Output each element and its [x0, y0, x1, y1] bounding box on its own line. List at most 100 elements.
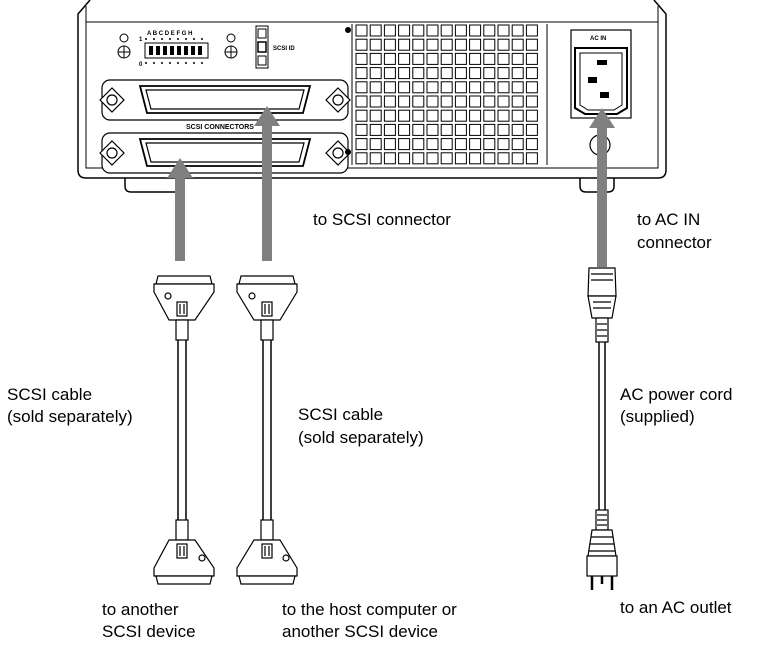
- grille-cell: [525, 152, 538, 165]
- grille-cell: [355, 109, 368, 122]
- grille-cell: [398, 67, 411, 80]
- grille-cell: [497, 152, 510, 165]
- grille-cell: [483, 138, 496, 151]
- arrow-to-upper-connector: [254, 106, 280, 261]
- grille-cell: [412, 52, 425, 65]
- label-to-ac-in-line1: to AC IN: [637, 210, 701, 229]
- dip-letters: A B C D E F G H: [147, 31, 192, 37]
- grille-cell: [483, 67, 496, 80]
- grille-cell: [383, 95, 396, 108]
- grille-cell: [369, 67, 382, 80]
- grille-cell: [426, 38, 439, 51]
- label-to-ac-in-line2: connector: [637, 233, 712, 252]
- grille-cell: [497, 52, 510, 65]
- grille-cell: [398, 52, 411, 65]
- label-to-outlet: to an AC outlet: [620, 598, 732, 617]
- grille-cell: [469, 109, 482, 122]
- grille-cell: [426, 95, 439, 108]
- scsi-connector-lower[interactable]: [99, 132, 351, 174]
- grille-cell: [511, 152, 524, 165]
- grille-cell: [440, 81, 453, 94]
- dip-zero-label: 0: [139, 62, 143, 68]
- grille-cell: [469, 138, 482, 151]
- grille-cell: [440, 138, 453, 151]
- grille-cell: [483, 95, 496, 108]
- grille-cell: [497, 109, 510, 122]
- grille-cell: [497, 38, 510, 51]
- scsi-cable-left[interactable]: [153, 275, 215, 585]
- grille-cell: [369, 38, 382, 51]
- grille-cell: [483, 24, 496, 37]
- grille-cell: [398, 24, 411, 37]
- dip-switch[interactable]: A B C D E F G H 1 0: [117, 31, 238, 68]
- grille-cell: [511, 95, 524, 108]
- grille-cell: [426, 123, 439, 136]
- grille-cell: [469, 81, 482, 94]
- grille-cell: [483, 38, 496, 51]
- scsi-id-selector[interactable]: SCSI ID: [255, 25, 295, 69]
- grille-cell: [369, 52, 382, 65]
- grille-cell: [412, 152, 425, 165]
- grille-cell: [525, 138, 538, 151]
- grille-cell: [398, 138, 411, 151]
- grille-cell: [525, 109, 538, 122]
- grille-cell: [383, 52, 396, 65]
- grille-cell: [511, 38, 524, 51]
- grille-cell: [454, 24, 467, 37]
- grille-cell: [483, 109, 496, 122]
- grille-cell: [454, 81, 467, 94]
- grille-cell: [383, 138, 396, 151]
- grille-cell: [525, 38, 538, 51]
- grille-cell: [440, 109, 453, 122]
- grille-cell: [497, 138, 510, 151]
- grille-cell: [383, 123, 396, 136]
- dip-one-label: 1: [139, 37, 143, 43]
- label-to-another-line1: to another: [102, 600, 179, 619]
- grille-cell: [454, 152, 467, 165]
- grille-cell: [412, 24, 425, 37]
- grille-cell: [426, 109, 439, 122]
- grille-cell: [511, 109, 524, 122]
- grille-cell: [497, 24, 510, 37]
- scsi-connector-upper[interactable]: [99, 79, 351, 121]
- grille-cell: [483, 81, 496, 94]
- label-ac-cord-line1: AC power cord: [620, 385, 733, 404]
- grille-cell: [426, 67, 439, 80]
- grille-cell: [454, 52, 467, 65]
- grille-cell: [497, 67, 510, 80]
- label-to-another-line2: SCSI device: [102, 622, 196, 641]
- grille-cell: [525, 24, 538, 37]
- grille-cell: [412, 38, 425, 51]
- grille-cell: [483, 152, 496, 165]
- grille-cell: [355, 52, 368, 65]
- grille-cell: [440, 152, 453, 165]
- grille-cell: [511, 24, 524, 37]
- grille-cell: [440, 52, 453, 65]
- grille-cell: [398, 152, 411, 165]
- grille-cell: [426, 81, 439, 94]
- grille-cell: [483, 52, 496, 65]
- grille-cell: [511, 81, 524, 94]
- scsi-cable-right[interactable]: [236, 275, 298, 585]
- grille-cell: [369, 81, 382, 94]
- grille-cell: [412, 123, 425, 136]
- ac-in-inlet[interactable]: AC IN: [570, 29, 632, 156]
- grille-cell: [525, 123, 538, 136]
- grille-cell: [483, 123, 496, 136]
- grille-cell: [383, 24, 396, 37]
- grille-cell: [369, 24, 382, 37]
- grille-cell: [454, 123, 467, 136]
- grille-cell: [355, 67, 368, 80]
- grille-cell: [355, 81, 368, 94]
- grille-cell: [497, 81, 510, 94]
- grille-cell: [525, 67, 538, 80]
- ac-power-cord[interactable]: [586, 267, 618, 590]
- grille-cell: [511, 123, 524, 136]
- grille-cell: [383, 67, 396, 80]
- grille-cell: [469, 24, 482, 37]
- grille-cell: [426, 152, 439, 165]
- grille-cell: [426, 24, 439, 37]
- grille-cell: [383, 109, 396, 122]
- grille-cell: [469, 38, 482, 51]
- grille-cell: [497, 95, 510, 108]
